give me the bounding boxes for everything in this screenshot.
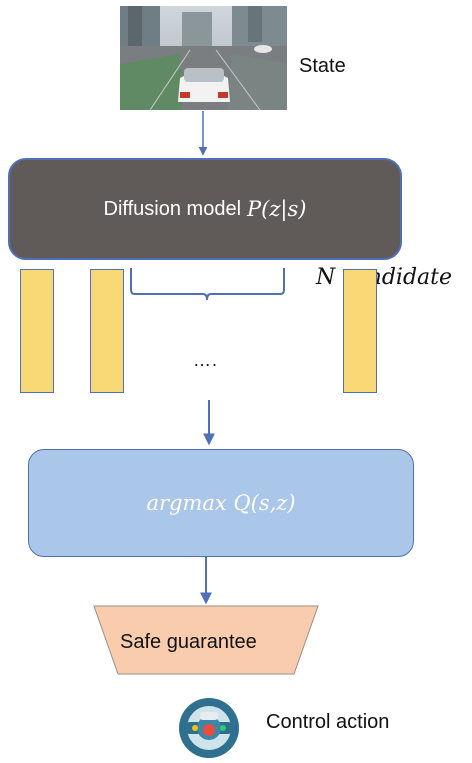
n-candidate-label: N candidate <box>316 265 453 290</box>
driving-scene-image <box>120 6 287 110</box>
candidate-brace <box>130 268 285 301</box>
candidate-bar-n <box>343 269 377 393</box>
steering-wheel-icon <box>170 694 248 760</box>
candidate-ellipsis: …. <box>193 350 219 370</box>
control-action-label: Control action <box>266 711 390 733</box>
candidate-bar-1 <box>20 269 54 393</box>
diffusion-model-text: Diffusion model <box>103 197 242 220</box>
diffusion-model-box: Diffusion model P(z|s) <box>8 158 402 260</box>
safe-guarantee-label: Safe guarantee <box>120 631 257 653</box>
candidate-bar-2 <box>90 269 124 393</box>
argmax-formula: argmax Q(s,z) <box>146 491 296 515</box>
state-label: State <box>299 55 346 77</box>
argmax-box: argmax Q(s,z) <box>28 449 414 557</box>
diffusion-formula: P(z|s) <box>247 197 307 221</box>
safe-guarantee-trapezoid <box>93 605 319 675</box>
